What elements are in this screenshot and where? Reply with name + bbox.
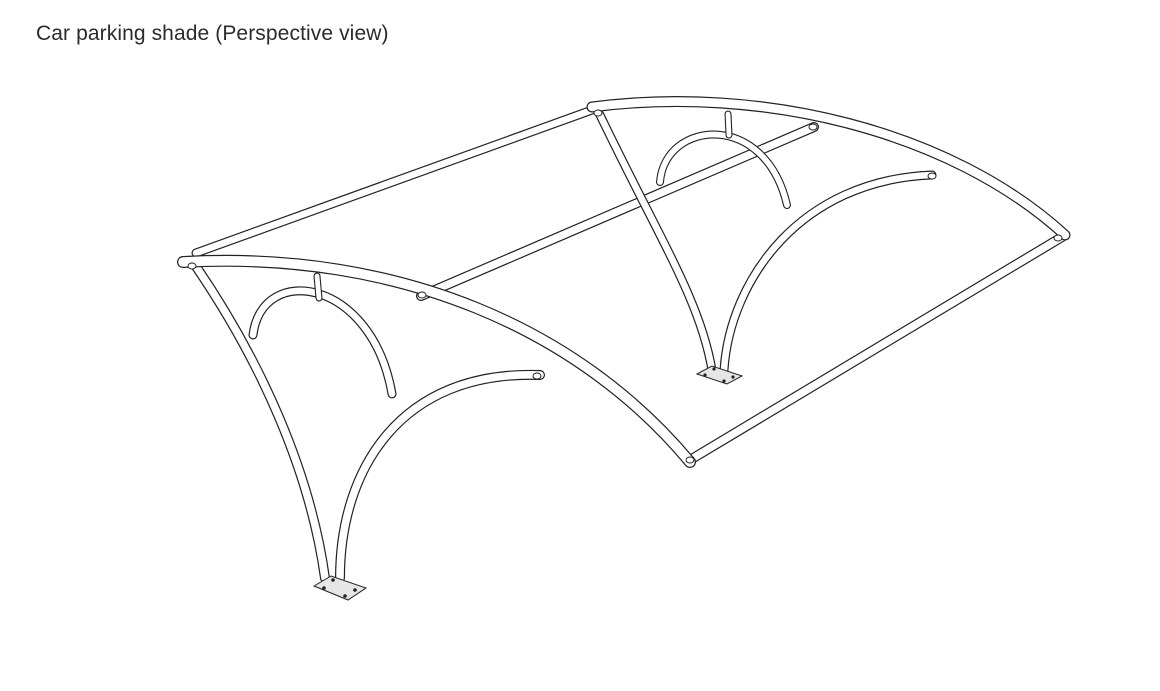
rail-top-back: [191, 105, 597, 258]
rail-bottom-front: [685, 232, 1067, 465]
base-plate-front: [312, 575, 368, 601]
joint-front-left: [187, 262, 197, 270]
page-title: Car parking shade (Perspective view): [36, 22, 389, 45]
joint-middle-rail: [417, 291, 427, 299]
base-plate-back: [695, 365, 744, 385]
joint-front-right: [685, 456, 695, 464]
rail-middle: [416, 122, 819, 301]
joint-back-mid: [927, 172, 937, 180]
joint-back-left: [593, 109, 603, 117]
back-arch-frame: [595, 110, 937, 375]
joint-back-rail: [808, 123, 818, 131]
joint-front-mid: [532, 372, 542, 380]
joints: [187, 109, 1063, 464]
joint-back-right: [1053, 234, 1063, 242]
front-arch-frame: [190, 260, 545, 583]
front-curved-beam: [177, 254, 696, 468]
back-curved-beam: [586, 96, 1071, 241]
